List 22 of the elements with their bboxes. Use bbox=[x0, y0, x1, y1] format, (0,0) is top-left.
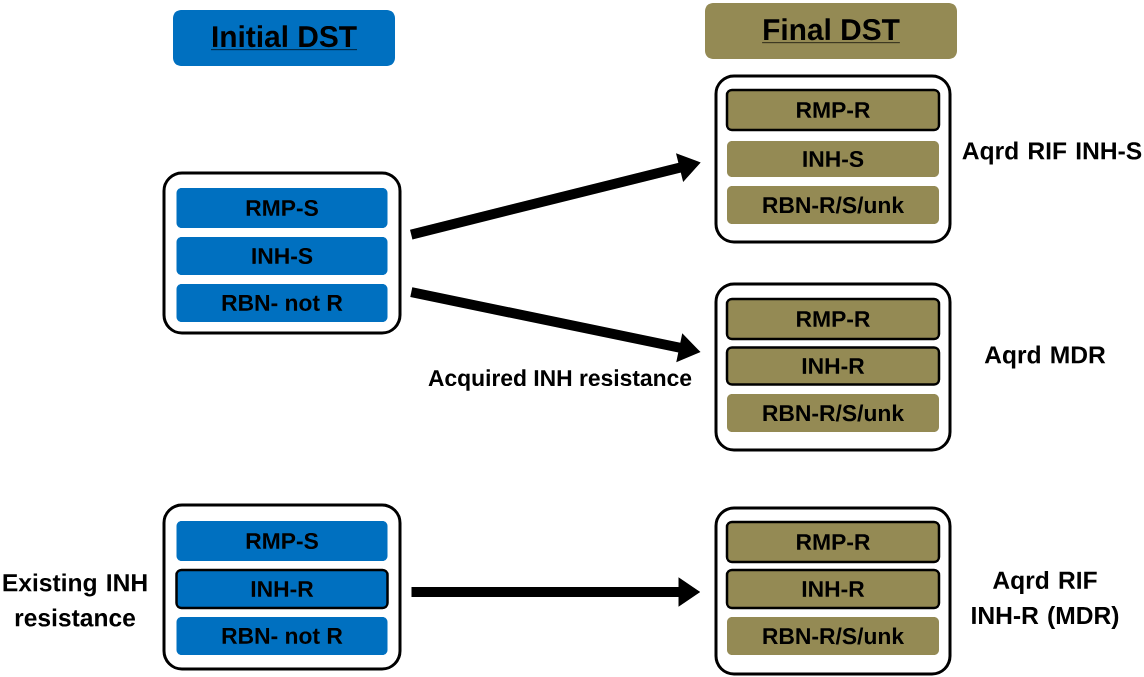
result-box: RBN- not R bbox=[176, 617, 388, 655]
result-box: INH-R bbox=[175, 568, 389, 610]
header-band: Final DST bbox=[705, 3, 957, 59]
side-label: Existing INH resistance bbox=[3, 573, 147, 627]
result-box: RBN-R/S/unk bbox=[727, 186, 939, 224]
side-label: Aqrd RIF INH-R (MDR) bbox=[972, 570, 1119, 629]
result-box: RBN-R/S/unk bbox=[727, 617, 939, 655]
header-band: Initial DST bbox=[173, 10, 395, 66]
result-box: RMP-S bbox=[176, 521, 388, 561]
result-box: RMP-S bbox=[176, 188, 388, 228]
result-box: INH-S bbox=[727, 141, 939, 177]
result-box: INH-R bbox=[725, 346, 941, 386]
side-label: Aqrd MDR bbox=[984, 345, 1106, 369]
result-box: RBN-R/S/unk bbox=[727, 394, 939, 432]
result-box: RBN- not R bbox=[176, 284, 388, 322]
result-box: RMP-R bbox=[725, 297, 941, 341]
edge-label: Acquired INH resistance bbox=[426, 367, 694, 393]
result-box: RMP-R bbox=[725, 88, 941, 132]
side-label: Aqrd RIF INH-S bbox=[962, 141, 1142, 165]
result-box: INH-S bbox=[176, 237, 388, 275]
result-box: INH-R bbox=[725, 568, 941, 610]
result-box: RMP-R bbox=[725, 520, 941, 564]
